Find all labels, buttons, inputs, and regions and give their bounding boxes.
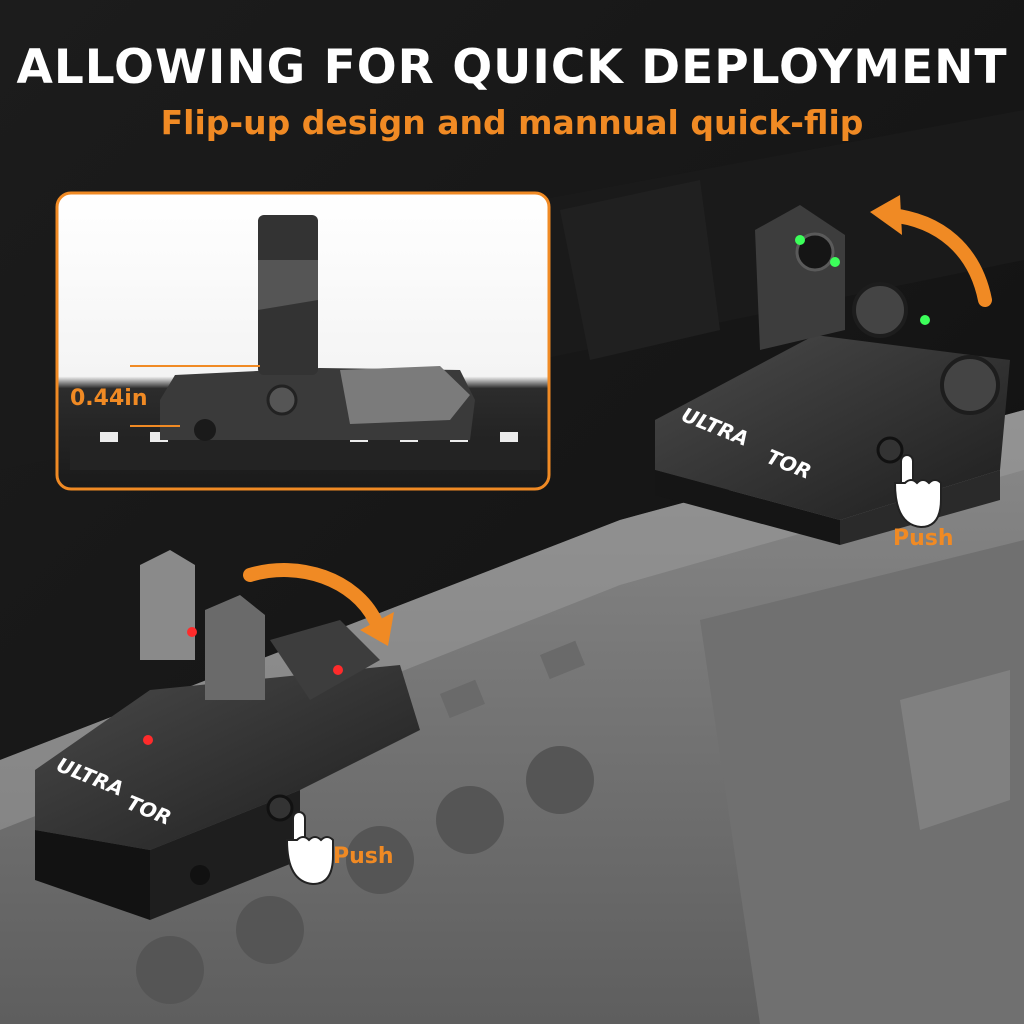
front-push-label: Push — [333, 844, 394, 869]
front-sight: ULTRA TOR — [35, 550, 420, 920]
dimension-label: 0.44in — [70, 386, 148, 411]
rear-push-label: Push — [893, 526, 954, 551]
subheadline: Flip-up design and mannual quick-flip — [160, 103, 864, 142]
headline: ALLOWING FOR QUICK DEPLOYMENT — [16, 40, 1008, 95]
curved-arrow-icon — [870, 195, 992, 307]
background-magazine — [560, 180, 720, 360]
curved-arrow-icon — [243, 563, 394, 646]
pointing-hand-icon — [893, 454, 942, 529]
pointing-hand-icon — [285, 811, 334, 886]
inset-side-view — [55, 191, 551, 491]
